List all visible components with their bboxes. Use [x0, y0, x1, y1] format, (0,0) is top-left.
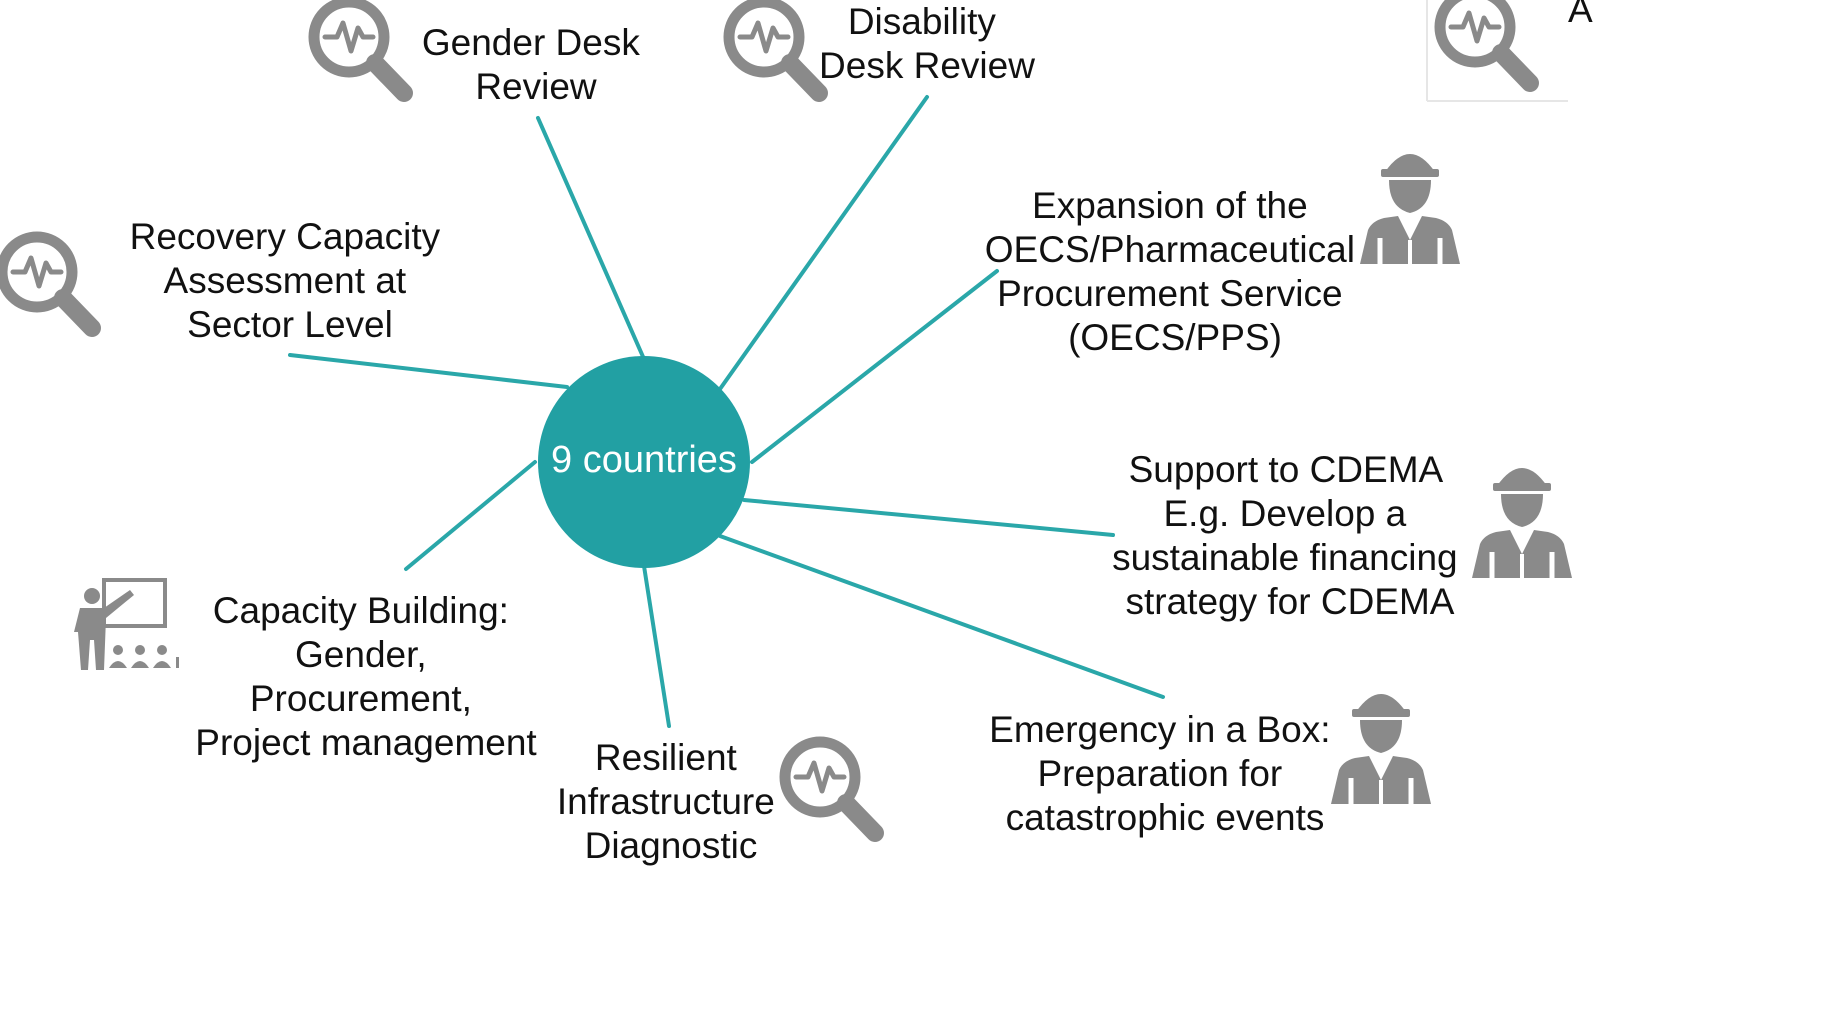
node-text-line: Support to CDEMA: [1129, 449, 1444, 490]
node-text-line: Capacity Building:: [213, 590, 509, 631]
node-recovery-capacity-assessment: Recovery Capacity Assessment at Sector L…: [2, 216, 451, 345]
construction-worker-icon: [1472, 456, 1572, 578]
svg-text:Capacity Building: Gende: Capacity Building: Gender, Procurement, …: [195, 590, 537, 763]
node-text-line: catastrophic events: [1006, 797, 1325, 838]
construction-worker-icon: [1360, 142, 1460, 264]
node-text-line: Gender,: [295, 634, 427, 675]
magnifier-pulse-icon: [2, 237, 92, 328]
magnifier-pulse-icon: [314, 2, 404, 93]
svg-text:Gender Desk Review: Gender Desk Review: [422, 22, 650, 107]
svg-text:Recovery Capacity Assess: Recovery Capacity Assessment at Sector L…: [130, 216, 451, 345]
node-text-line: Sector Level: [187, 304, 393, 345]
teacher-presentation-icon: [74, 578, 179, 670]
node-text-line: Infrastructure: [557, 781, 775, 822]
node-text-line: Assessment at: [164, 260, 407, 301]
spoke-recovery: [288, 353, 569, 389]
spoke-disability: [718, 95, 929, 391]
magnifier-pulse-icon: [785, 742, 875, 833]
node-text-line: E.g. Develop a: [1164, 493, 1407, 534]
svg-text:Expansion of the OECS/Ph: Expansion of the OECS/Pharmaceutical Pro…: [985, 185, 1365, 358]
node-resilient-infrastructure: Resilient Infrastructure Diagnostic: [557, 737, 875, 866]
spoke-oecs-pps: [750, 269, 999, 464]
node-text-line: Review: [475, 66, 597, 107]
svg-text:Disability Desk Review: Disability Desk Review: [819, 1, 1035, 86]
node-disability-desk-review: Disability Desk Review: [729, 1, 1035, 93]
svg-text:Support to CDEMA E.g. De: Support to CDEMA E.g. Develop a sustaina…: [1112, 449, 1468, 622]
spoke-capacity-building: [404, 460, 537, 571]
node-text-line: Emergency in a Box:: [989, 709, 1330, 750]
node-text-line: Preparation for: [1037, 753, 1282, 794]
spoke-gender: [536, 116, 646, 361]
svg-text:Resilient Infrastructure: Resilient Infrastructure Diagnostic: [557, 737, 785, 866]
node-text-line: OECS/Pharmaceutical: [985, 229, 1355, 270]
node-text-line: Expansion of the: [1032, 185, 1308, 226]
partial-edge-text: A: [1568, 0, 1593, 30]
center-label: 9 countries: [551, 439, 737, 481]
node-text-line: Disability: [848, 1, 997, 42]
node-text-line: Project management: [195, 722, 537, 763]
construction-worker-icon: [1331, 682, 1431, 804]
node-text-line: Gender Desk: [422, 22, 640, 63]
node-text-line: Recovery Capacity: [130, 216, 441, 257]
magnifier-pulse-icon: [1440, 0, 1530, 83]
spoke-emergency: [718, 534, 1165, 699]
spoke-cdema: [742, 498, 1115, 537]
partial-edge-box: A: [1426, 0, 1593, 102]
node-text-line: Desk Review: [819, 45, 1035, 86]
node-text-line: Procurement,: [250, 678, 472, 719]
center-circle: [538, 356, 750, 568]
node-text-line: Resilient: [595, 737, 738, 778]
spokes: [288, 95, 1165, 728]
node-text-line: Procurement Service: [997, 273, 1342, 314]
magnifier-pulse-icon: [729, 2, 819, 93]
node-expansion-oecs-pps: Expansion of the OECS/Pharmaceutical Pro…: [985, 142, 1460, 358]
node-gender-desk-review: Gender Desk Review: [314, 2, 650, 107]
node-support-cdema: Support to CDEMA E.g. Develop a sustaina…: [1112, 449, 1572, 622]
spoke-resilient: [642, 564, 671, 728]
node-text-line: (OECS/PPS): [1068, 317, 1282, 358]
center-node: 9 countries: [538, 356, 750, 568]
node-text-line: Diagnostic: [585, 825, 758, 866]
node-text-line: sustainable financing: [1112, 537, 1458, 578]
node-emergency-in-a-box: Emergency in a Box: Preparation for cata…: [989, 682, 1431, 838]
node-text-line: strategy for CDEMA: [1126, 581, 1455, 622]
svg-text:Emergency in a Box: Prep: Emergency in a Box: Preparation for cata…: [989, 709, 1341, 838]
node-capacity-building: Capacity Building: Gender, Procurement, …: [74, 578, 537, 763]
